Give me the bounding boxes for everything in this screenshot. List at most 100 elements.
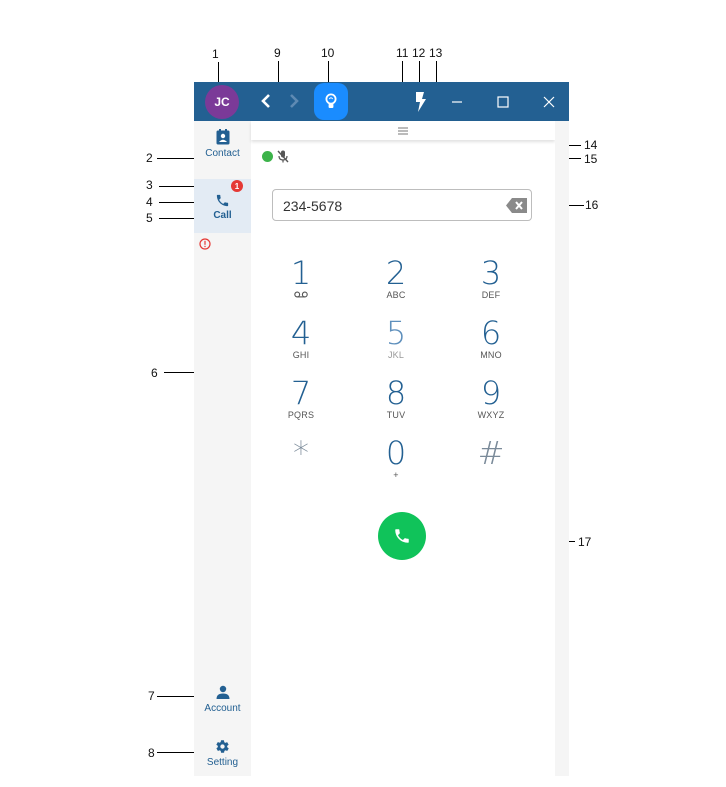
annotation-line-9 <box>278 61 279 95</box>
person-icon <box>216 685 229 699</box>
call-button[interactable] <box>378 512 426 560</box>
key-5[interactable]: 5 JKL <box>356 316 436 374</box>
key-9[interactable]: 9 WXYZ <box>451 376 531 434</box>
annotation-11: 11 <box>396 46 409 60</box>
sidebar-item-call[interactable]: 1 Call <box>194 179 251 250</box>
key-letters: WXYZ <box>477 410 505 420</box>
key-letters: PQRS <box>287 410 315 420</box>
phone-icon <box>395 529 409 543</box>
lightning-icon <box>416 92 426 112</box>
annotation-3: 3 <box>146 178 153 192</box>
annotation-7: 7 <box>148 689 155 703</box>
key-digit: 7 <box>290 374 312 412</box>
annotation-8: 8 <box>148 746 155 760</box>
maximize-button[interactable] <box>491 90 515 114</box>
key-digit: 8 <box>385 374 407 412</box>
hamburger-icon <box>398 127 408 134</box>
scrollbar[interactable] <box>555 121 569 776</box>
title-bar[interactable]: JC <box>194 82 569 121</box>
annotation-line-8 <box>157 752 201 753</box>
lightning-button[interactable] <box>409 90 433 114</box>
minimize-icon <box>452 101 462 103</box>
phone-number-field[interactable] <box>272 189 532 221</box>
annotation-13: 13 <box>429 46 443 60</box>
key-digit: 0 <box>385 434 407 472</box>
sidebar-item-account[interactable]: Account <box>194 679 251 733</box>
key-letters: ABC <box>386 290 406 300</box>
gear-icon <box>216 740 229 753</box>
sidebar-item-label: Call <box>213 210 232 221</box>
key-hash[interactable]: # <box>451 436 531 494</box>
phone-icon <box>216 194 229 207</box>
backspace-icon[interactable] <box>506 198 527 213</box>
annotation-12: 12 <box>412 46 426 60</box>
annotation-16: 16 <box>585 198 599 212</box>
minimize-button[interactable] <box>445 90 469 114</box>
key-letters: JKL <box>387 350 405 360</box>
key-1[interactable]: 1 <box>261 256 341 314</box>
key-letters: DEF <box>481 290 501 300</box>
sidebar-item-label: Account <box>204 703 241 714</box>
annotation-line-12 <box>419 61 420 91</box>
key-letters: + <box>393 470 399 480</box>
dialer-panel: 1 2 ABC 3 DEF 4 GHI 5 JKL <box>251 121 555 776</box>
annotation-17: 17 <box>578 535 592 549</box>
annotation-15: 15 <box>584 152 598 166</box>
annotation-2: 2 <box>146 151 153 165</box>
annotation-line-5 <box>159 218 201 219</box>
presence-indicator[interactable] <box>262 151 273 162</box>
back-button[interactable] <box>257 92 275 110</box>
key-digit: 3 <box>480 254 502 292</box>
phone-number-input[interactable] <box>283 196 493 216</box>
key-digit: 9 <box>480 374 502 412</box>
annotation-line-1 <box>218 62 219 87</box>
sidebar: Contact 1 Call Account Setting <box>194 121 251 776</box>
key-8[interactable]: 8 TUV <box>356 376 436 434</box>
lightbulb-icon <box>325 93 337 108</box>
annotation-6: 6 <box>151 366 158 380</box>
annotation-14: 14 <box>584 138 598 152</box>
key-digit: 6 <box>480 314 502 352</box>
key-digit: * <box>293 434 309 472</box>
key-digit: 5 <box>385 314 407 352</box>
key-star[interactable]: * <box>261 436 341 494</box>
close-icon <box>543 96 555 108</box>
key-digit: # <box>477 434 505 472</box>
sidebar-item-label: Contact <box>205 148 240 159</box>
key-digit: 4 <box>290 314 312 352</box>
warning-icon <box>199 238 211 250</box>
annotation-1: 1 <box>212 47 219 61</box>
annotation-line-2 <box>157 158 197 159</box>
key-digit: 2 <box>385 254 407 292</box>
mic-muted-icon[interactable] <box>277 150 289 163</box>
key-4[interactable]: 4 GHI <box>261 316 341 374</box>
key-letters: MNO <box>480 350 502 360</box>
drag-handle[interactable] <box>251 121 555 140</box>
annotation-10: 10 <box>321 46 335 60</box>
voicemail-icon <box>294 291 308 298</box>
key-letters: GHI <box>292 350 310 360</box>
key-3[interactable]: 3 DEF <box>451 256 531 314</box>
sidebar-item-setting[interactable]: Setting <box>194 733 251 787</box>
avatar[interactable]: JC <box>205 85 239 119</box>
annotation-5: 5 <box>146 211 153 225</box>
lightbulb-button[interactable] <box>314 83 348 120</box>
key-6[interactable]: 6 MNO <box>451 316 531 374</box>
key-7[interactable]: 7 PQRS <box>261 376 341 434</box>
annotation-4: 4 <box>146 195 153 209</box>
annotation-line-3 <box>159 186 194 187</box>
key-digit: 1 <box>290 254 312 292</box>
key-2[interactable]: 2 ABC <box>356 256 436 314</box>
contact-card-icon <box>216 129 229 145</box>
key-letters: TUV <box>386 410 406 420</box>
forward-button[interactable] <box>285 92 303 110</box>
back-icon <box>261 94 270 108</box>
sidebar-item-label: Setting <box>206 757 239 768</box>
annotation-line-7 <box>157 696 197 697</box>
maximize-icon <box>497 96 509 108</box>
app-window: JC <box>194 82 569 776</box>
sidebar-item-contact[interactable]: Contact <box>194 123 251 177</box>
key-0[interactable]: 0 + <box>356 436 436 494</box>
close-button[interactable] <box>537 90 561 114</box>
annotation-9: 9 <box>274 46 281 60</box>
